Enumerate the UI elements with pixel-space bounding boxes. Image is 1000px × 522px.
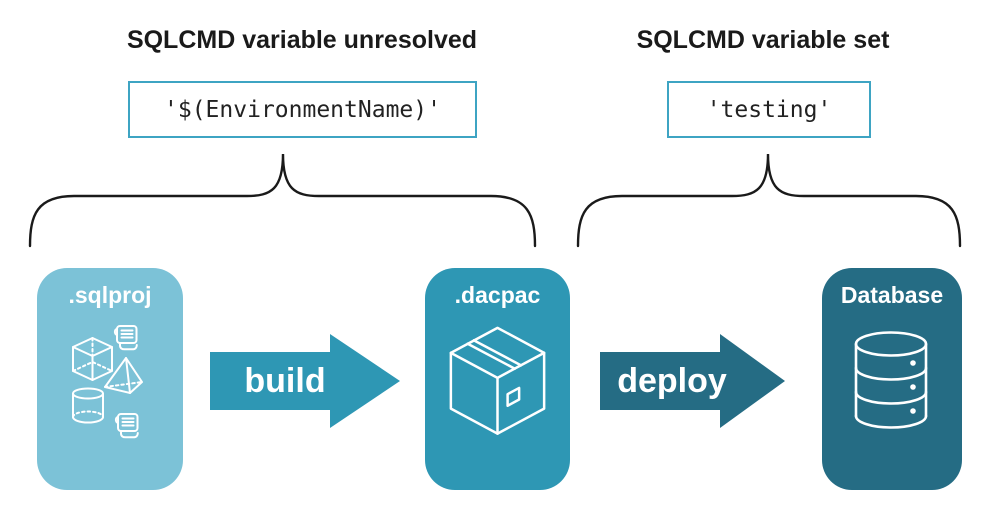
cylinder-icon — [72, 387, 104, 424]
heading-sqlcmd-unresolved: SQLCMD variable unresolved — [126, 26, 478, 54]
build-arrow-shape — [210, 334, 400, 428]
pyramid-icon — [104, 357, 143, 394]
heading-sqlcmd-set: SQLCMD variable set — [636, 26, 890, 54]
database-cylinder-icon — [854, 331, 928, 429]
right-curly-brace — [576, 153, 962, 248]
deploy-arrow-label: deploy — [617, 362, 727, 400]
dacpac-card: .dacpac — [425, 268, 570, 490]
database-card-label: Database — [840, 282, 944, 308]
database-card: Database — [822, 268, 962, 490]
code-text-testing: 'testing' — [706, 96, 832, 123]
code-text-environment-name: '$(EnvironmentName)' — [164, 96, 441, 123]
sqlproj-card-label: .sqlproj — [68, 282, 152, 308]
scroll-icon — [114, 413, 139, 439]
deploy-arrow-shape — [600, 334, 785, 428]
code-box-testing: 'testing' — [667, 81, 871, 138]
left-curly-brace — [28, 153, 537, 248]
deploy-arrow — [600, 334, 785, 428]
package-box-icon — [449, 326, 546, 435]
build-arrow — [210, 334, 400, 428]
dacpac-card-label: .dacpac — [454, 282, 541, 308]
package-label-icon — [506, 386, 521, 407]
sqlproj-card: .sqlproj — [37, 268, 183, 490]
sql-objects-icon — [72, 325, 143, 439]
build-arrow-label: build — [244, 362, 326, 400]
cube-icon — [72, 337, 113, 381]
code-box-environment-name: '$(EnvironmentName)' — [128, 81, 477, 138]
scroll-icon — [113, 325, 138, 351]
